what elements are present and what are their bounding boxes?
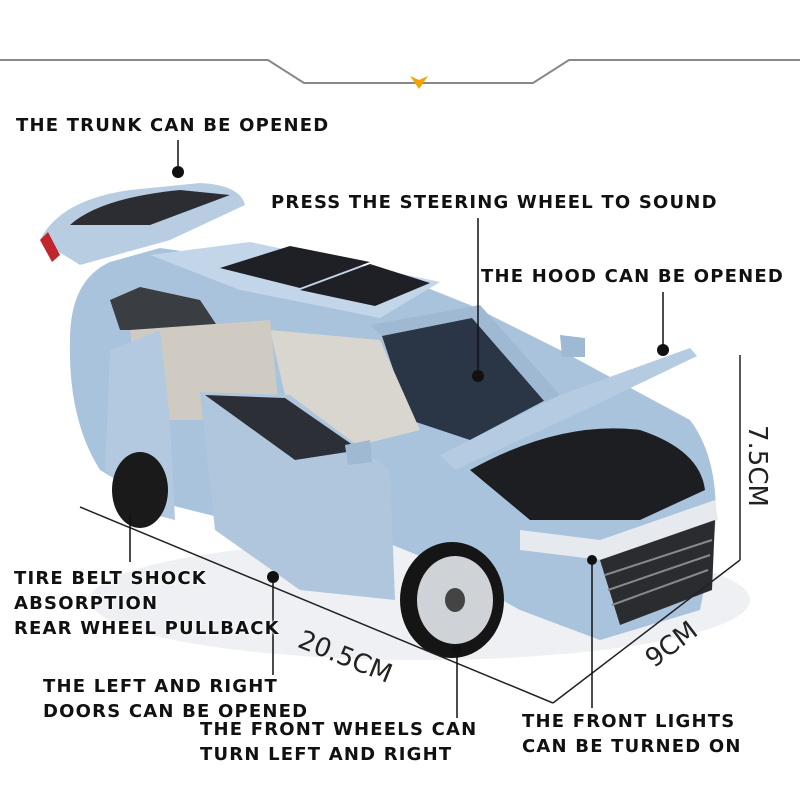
front-lights-label: THE FRONT LIGHTS CAN BE TURNED ON <box>522 709 742 759</box>
front-lights-label-line2: CAN BE TURNED ON <box>522 736 742 757</box>
doors-label: THE LEFT AND RIGHT DOORS CAN BE OPENED <box>43 674 308 724</box>
trunk-label: THE TRUNK CAN BE OPENED <box>16 115 330 136</box>
tire-label-line1: TIRE BELT SHOCK <box>14 568 207 589</box>
down-arrow-icon <box>410 76 428 89</box>
height-dimension-label: 7.5CM <box>742 425 772 507</box>
length-dimension-line <box>79 506 554 704</box>
width-dimension-line <box>552 559 741 704</box>
hood-label: THE HOOD CAN BE OPENED <box>481 266 785 287</box>
tire-label: TIRE BELT SHOCK ABSORPTION REAR WHEEL PU… <box>14 566 280 641</box>
front-lights-label-line1: THE FRONT LIGHTS <box>522 711 736 732</box>
callout-dots <box>172 166 669 655</box>
front-wheels-label: THE FRONT WHEELS CAN TURN LEFT AND RIGHT <box>200 717 477 767</box>
doors-label-line1: THE LEFT AND RIGHT <box>43 676 278 697</box>
car-model <box>40 183 718 658</box>
steering-label: PRESS THE STEERING WHEEL TO SOUND <box>271 192 718 213</box>
tire-label-line2: ABSORPTION <box>14 593 159 614</box>
tire-label-line3: REAR WHEEL PULLBACK <box>14 618 280 639</box>
front-wheels-label-line2: TURN LEFT AND RIGHT <box>200 744 453 765</box>
header-divider <box>0 59 800 84</box>
callout-leaders <box>129 140 664 718</box>
doors-label-line2: DOORS CAN BE OPENED <box>43 701 309 722</box>
front-wheels-label-line1: THE FRONT WHEELS CAN <box>200 719 478 740</box>
